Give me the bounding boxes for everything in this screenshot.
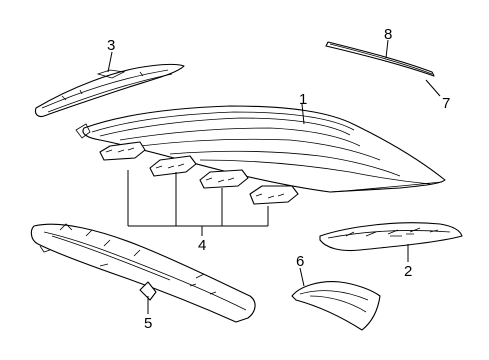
part-7-8-drip-rail bbox=[325, 41, 435, 77]
part-5-roof-rail bbox=[30, 223, 256, 323]
leader-lines bbox=[107, 39, 441, 314]
part-3-front-header bbox=[34, 63, 185, 118]
callout-8: 8 bbox=[384, 26, 392, 43]
callout-3: 3 bbox=[107, 37, 115, 54]
callout-1: 1 bbox=[299, 91, 307, 108]
callout-2: 2 bbox=[404, 263, 412, 280]
callout-7: 7 bbox=[442, 95, 450, 112]
callout-6: 6 bbox=[296, 253, 304, 270]
part-6-reinforcement bbox=[291, 281, 381, 331]
callout-5: 5 bbox=[144, 315, 152, 332]
callout-4: 4 bbox=[198, 237, 206, 254]
part-4-roof-bows bbox=[99, 141, 299, 205]
part-2-rear-bow bbox=[319, 222, 463, 252]
